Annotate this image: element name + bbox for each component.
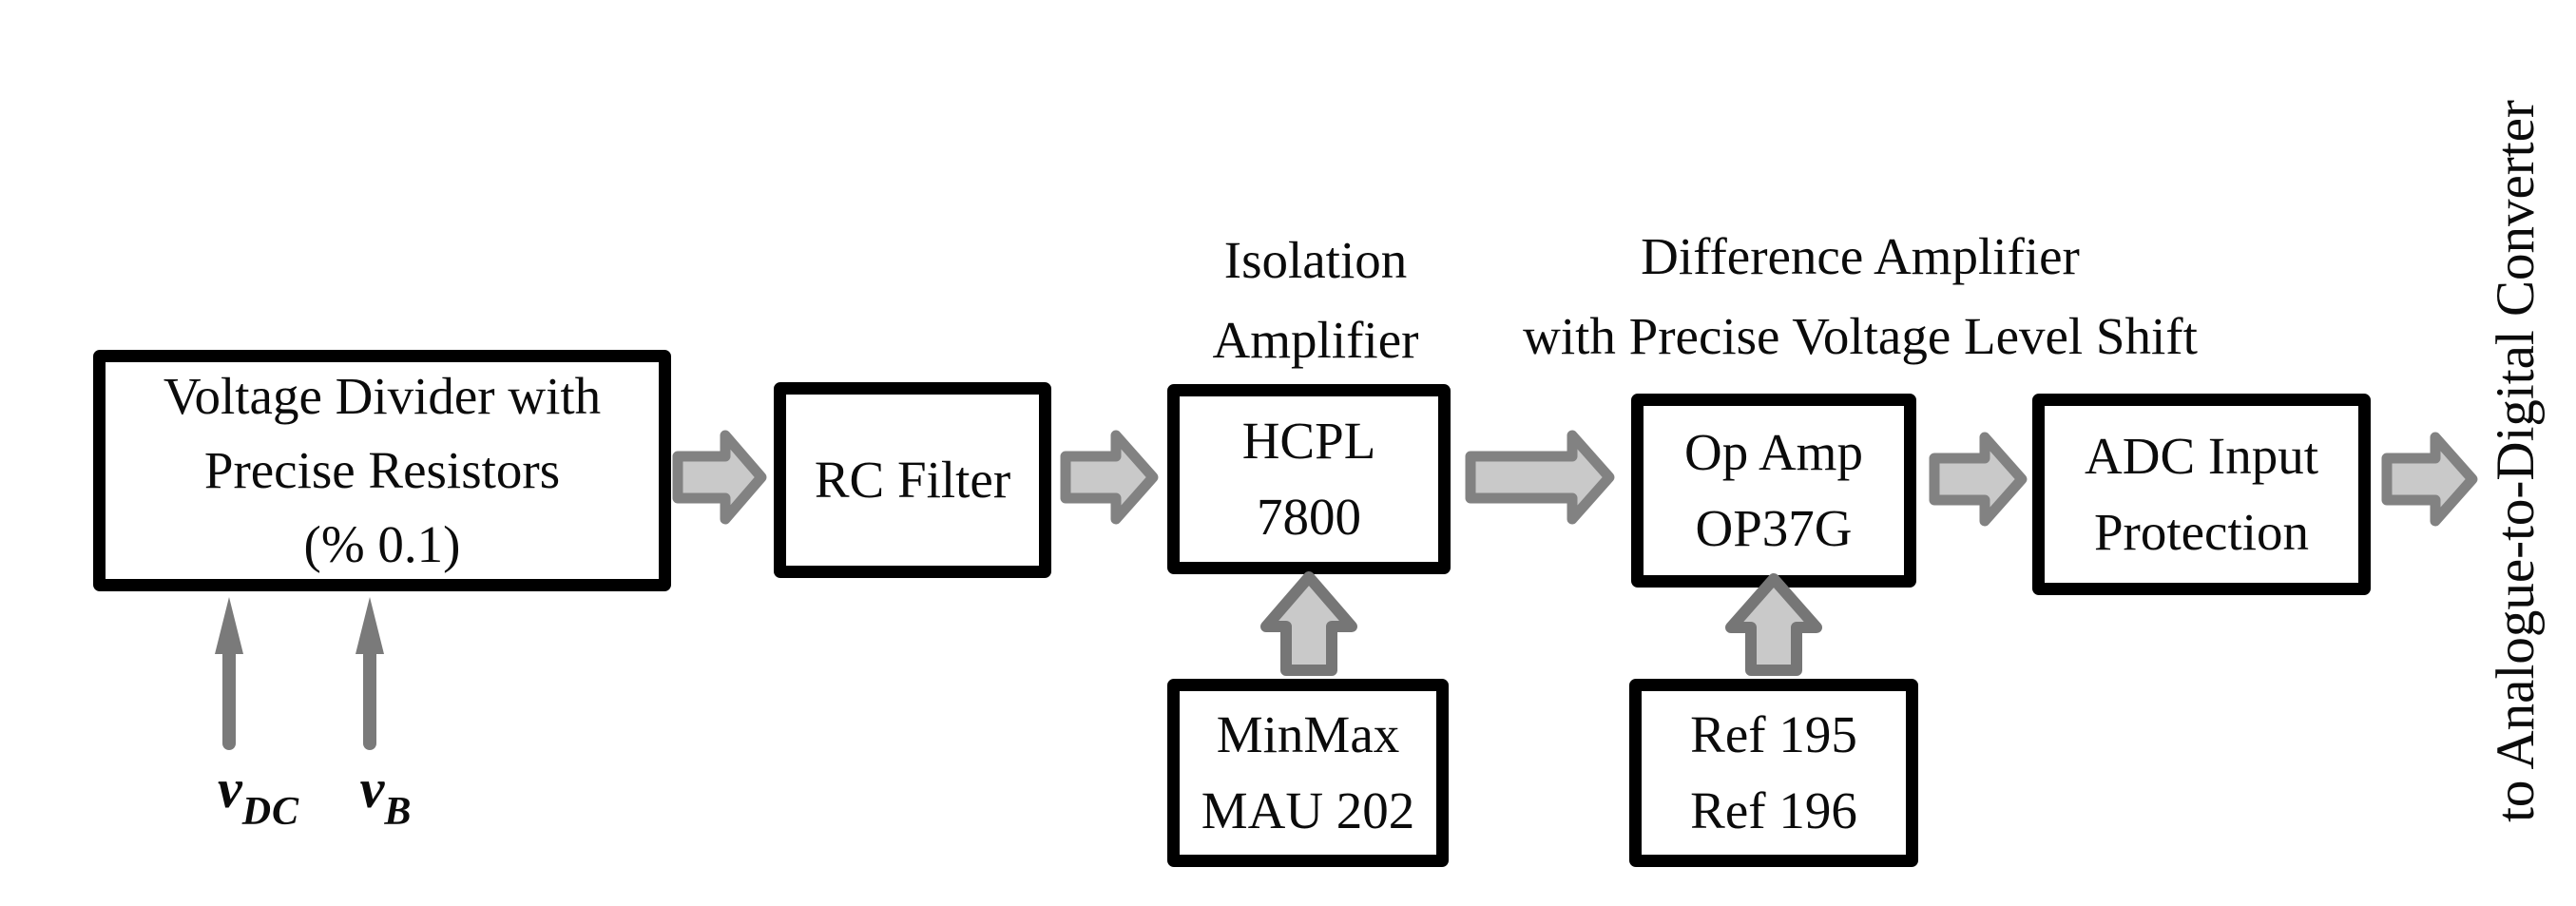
block-label-line: Ref 196 [1690,781,1857,839]
label-vb-input: vB [359,757,413,832]
block-label-line: HCPL [1241,412,1376,470]
block-label-line: 7800 [1257,488,1361,546]
vdc-subscript: DC [241,790,300,834]
vdc-symbol: v [217,758,242,819]
block-label-line: MinMax [1216,705,1400,763]
label-vdc-input: vDC [217,757,299,832]
block-label-line: Protection [2093,503,2310,561]
block-label-line: Precise Resistors [203,441,561,499]
arrow-up-icon [1725,573,1822,676]
arrow-right-icon [672,430,767,525]
block-opamp-op37g: Op Amp OP37G [1631,394,1916,588]
block-label-line: OP37G [1695,499,1853,557]
block-label-line: MAU 202 [1201,781,1415,839]
arrow-right-icon [1060,430,1159,525]
label-line: Isolation [1223,231,1408,289]
arrow-right-icon [2381,432,2478,527]
block-label-line: RC Filter [814,451,1011,509]
label-difference-amplifier: Difference Amplifier with Precise Voltag… [1523,217,2198,376]
block-voltage-divider: Voltage Divider with Precise Resistors (… [93,350,671,591]
block-label-line: Voltage Divider with [163,367,602,425]
label-line: Difference Amplifier [1641,227,2080,285]
label-isolation-amplifier: Isolation Amplifier [1213,221,1419,380]
label-line: with Precise Voltage Level Shift [1523,307,2198,365]
arrow-right-icon [1929,432,2028,527]
arrow-right-icon [1465,430,1615,525]
block-rc-filter: RC Filter [774,382,1051,578]
block-label-line: ADC Input [2085,427,2318,485]
arrow-up-thin-icon [215,597,243,750]
block-hcpl-7800: HCPL 7800 [1167,384,1451,574]
block-label-line: (% 0.1) [303,515,461,573]
arrow-up-thin-icon [356,597,384,750]
vb-symbol: v [359,758,385,819]
label-line: Amplifier [1212,311,1419,369]
arrow-up-icon [1260,571,1357,676]
label-to-adc: to Analogue-to-Digital Converter [2486,100,2546,822]
vb-subscript: B [384,790,413,834]
block-label-line: Ref 195 [1690,705,1857,763]
block-adc-input-protection: ADC Input Protection [2032,394,2371,595]
block-ref195-ref196: Ref 195 Ref 196 [1629,679,1918,867]
block-label-line: Op Amp [1684,423,1863,481]
block-minmax-mau202: MinMax MAU 202 [1167,679,1449,867]
